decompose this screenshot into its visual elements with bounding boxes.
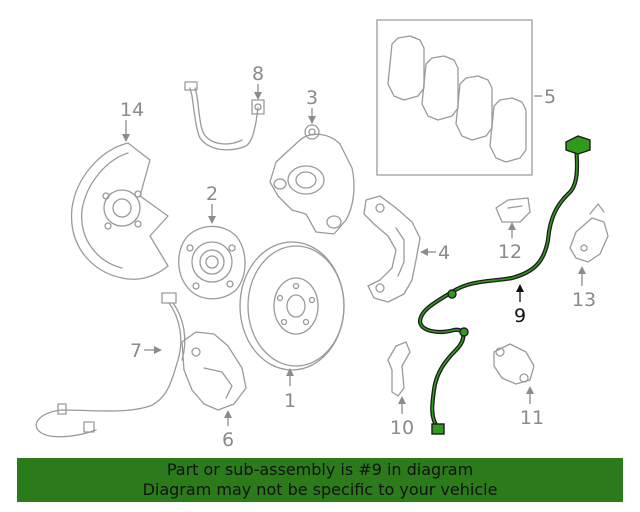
callout-8: 8: [252, 63, 264, 85]
callout-13: 13: [572, 289, 596, 311]
callout-4: 4: [438, 242, 450, 264]
callout-numbers: 14 2 3 8 5 4 1 6 7 10 11 12 13 9: [120, 63, 596, 451]
callout-7: 7: [130, 340, 142, 362]
part-5-brake-pads[interactable]: [376, 19, 533, 176]
part-3-caliper[interactable]: [269, 124, 355, 235]
callout-10: 10: [390, 417, 414, 439]
part-2-wheel-hub[interactable]: [178, 225, 246, 300]
callout-5: 5: [544, 86, 556, 108]
part-10-bracket[interactable]: [387, 341, 411, 397]
part-9-abs-sensor-harness[interactable]: [417, 135, 591, 435]
callout-leaders: [122, 84, 586, 426]
callout-14: 14: [120, 99, 144, 121]
callout-1: 1: [284, 390, 296, 412]
part-7-sensor-cable[interactable]: [35, 292, 186, 438]
part-14-dust-shield[interactable]: [70, 142, 169, 280]
part-8-brake-hose[interactable]: [184, 81, 265, 151]
part-6-knuckle-mount[interactable]: [181, 331, 247, 411]
callout-12: 12: [498, 241, 522, 263]
callout-3: 3: [306, 87, 318, 109]
callout-6: 6: [222, 429, 234, 451]
part-12-clip[interactable]: [495, 197, 531, 223]
banner-line-1: Part or sub-assembly is #9 in diagram: [166, 460, 474, 479]
part-4-caliper-bracket[interactable]: [363, 195, 421, 303]
banner-line-2: Diagram may not be specific to your vehi…: [142, 480, 498, 499]
callout-11: 11: [520, 407, 544, 429]
info-banner: Part or sub-assembly is #9 in diagram Di…: [17, 458, 623, 502]
part-1-brake-rotor[interactable]: [239, 241, 345, 371]
callout-2: 2: [206, 183, 218, 205]
part-13-connector[interactable]: [569, 203, 609, 263]
part-11-sensor-mount[interactable]: [493, 343, 535, 385]
callout-9-highlighted: 9: [514, 305, 526, 327]
